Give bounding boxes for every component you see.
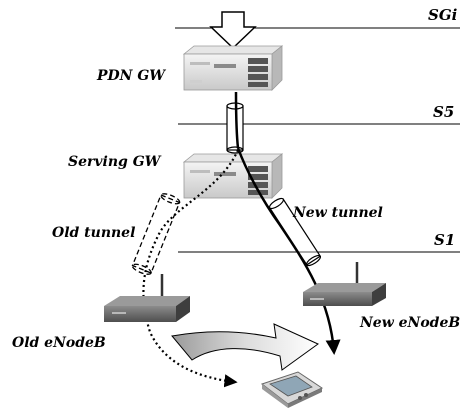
handover-curved-arrow-icon xyxy=(171,323,319,371)
old-enodeb-router-icon xyxy=(104,274,190,322)
new-enodeb-router-icon xyxy=(303,262,386,306)
pdn-gw-server-icon xyxy=(182,45,284,91)
s1-label: S1 xyxy=(434,231,455,249)
s5-label: S5 xyxy=(433,103,454,121)
new-tunnel-cylinder xyxy=(268,197,322,267)
new-tunnel-label: New tunnel xyxy=(292,205,383,221)
sgi-label: SGi xyxy=(428,6,458,24)
serving-gw-label: Serving GW xyxy=(68,154,162,170)
down-arrow-icon xyxy=(209,11,257,50)
old-enodeb-label: Old eNodeB xyxy=(12,335,106,351)
old-tunnel-label: Old tunnel xyxy=(52,225,135,241)
old-tunnel-cylinder xyxy=(131,193,181,275)
pdn-gw-label: PDN GW xyxy=(96,68,166,84)
data-path-pdn-to-sgw xyxy=(234,91,240,149)
ue-pda-device-icon xyxy=(260,371,324,408)
new-tunnel-path xyxy=(236,147,341,355)
new-enodeb-label: New eNodeB xyxy=(359,315,460,331)
